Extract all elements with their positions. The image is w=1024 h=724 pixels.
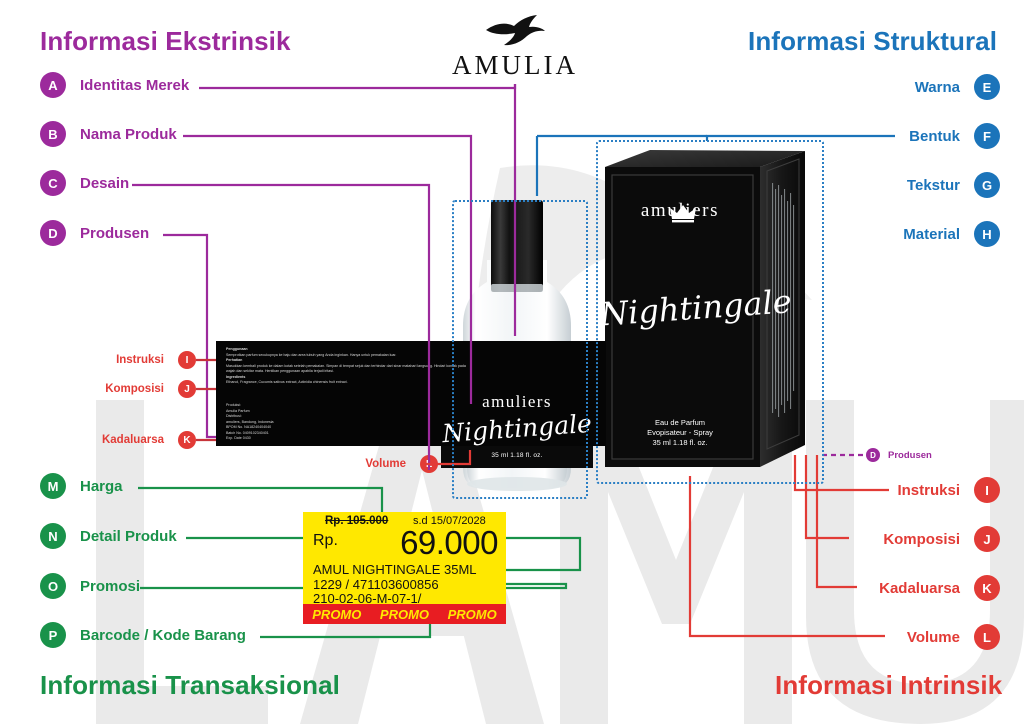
legend-item-g[interactable]: Tekstur G — [907, 172, 1000, 198]
promo-text-3: PROMO — [447, 606, 497, 622]
legend-item-k-right[interactable]: Kadaluarsa K — [879, 575, 1000, 601]
price-tag-old-price: Rp. 105.000 — [325, 515, 389, 527]
legend-item-n[interactable]: N Detail Produk — [40, 523, 177, 549]
legend-label-produsen-right: Produsen — [888, 449, 932, 461]
bottle-brand-text: amuliers — [482, 392, 552, 411]
legend-label-nama-produk: Nama Produk — [80, 125, 177, 143]
badge-i-left: I — [178, 351, 196, 369]
badge-a: A — [40, 72, 66, 98]
legend-item-i-left[interactable]: Instruksi I — [116, 351, 196, 369]
legend-item-i-right[interactable]: Instruksi I — [897, 477, 1000, 503]
back-label-ingredients-text: Ethanol, Fragrance, Cucumis sativus extr… — [226, 380, 348, 385]
badge-m: M — [40, 473, 66, 499]
legend-item-produsen-right[interactable]: D Produsen — [866, 448, 932, 462]
legend-label-kadaluarsa-left: Kadaluarsa — [101, 434, 164, 446]
legend-item-m[interactable]: M Harga — [40, 473, 123, 499]
badge-d: D — [40, 220, 66, 246]
promo-text-2: PROMO — [379, 606, 430, 622]
legend-item-j-right[interactable]: Komposisi J — [883, 526, 1000, 552]
back-label-expiry: Exp. Date 0430 — [226, 436, 251, 441]
connector-a — [199, 84, 517, 90]
legend-label-harga: Harga — [80, 477, 123, 495]
back-label-warning-text: Masukkan kembali produk ke dalam kotak s… — [226, 363, 466, 374]
brand-wordmark: AMULIA — [452, 50, 578, 80]
promo-strip: PROMO PROMO PROMO — [303, 604, 506, 624]
badge-l-right: L — [974, 624, 1000, 650]
legend-item-a[interactable]: A Identitas Merek — [40, 72, 189, 98]
legend-item-p[interactable]: P Barcode / Kode Barang — [40, 622, 246, 648]
heading-struktural: Informasi Struktural — [748, 26, 998, 56]
legend-item-b[interactable]: B Nama Produk — [40, 121, 177, 147]
heading-intrinsik: Informasi Intrinsik — [775, 670, 1003, 700]
legend-label-volume: Volume — [906, 628, 960, 646]
badge-d-right: D — [866, 448, 880, 462]
price-tag-code: 1229 / 471103600856 — [313, 577, 439, 592]
badge-l-left: L — [420, 455, 438, 473]
legend-item-f[interactable]: Bentuk F — [909, 123, 1000, 149]
legend-item-d[interactable]: D Produsen — [40, 220, 149, 246]
legend-item-j-left[interactable]: Komposisi J — [105, 380, 196, 398]
legend-label-detail-produk: Detail Produk — [80, 527, 177, 545]
back-label-usage-block: Penggunaan Semprotkan parfum secukupnya … — [226, 347, 476, 386]
badge-i-right: I — [974, 477, 1000, 503]
legend-label-kadaluarsa: Kadaluarsa — [879, 579, 960, 597]
badge-k-left: K — [178, 431, 196, 449]
legend-item-k-left[interactable]: Kadaluarsa K — [101, 431, 196, 449]
box-type-line3: 35 ml 1.18 fl. oz. — [652, 438, 708, 447]
bottle-volume-text: 35 ml 1.18 fl. oz. — [491, 452, 543, 459]
legend-label-produsen: Produsen — [80, 224, 150, 242]
bird-icon — [486, 15, 545, 46]
legend-item-l-left[interactable]: Volume L — [365, 455, 438, 473]
legend-item-o[interactable]: O Promosi — [40, 573, 140, 599]
back-label-producer-block: Produksi: Amulia Parfum Distribusi: amul… — [226, 403, 386, 442]
badge-k-right: K — [974, 575, 1000, 601]
legend-label-warna: Warna — [914, 78, 960, 96]
connector-d — [163, 233, 216, 439]
legend-label-desain: Desain — [80, 174, 130, 192]
legend-label-instruksi: Instruksi — [897, 481, 960, 499]
legend-label-komposisi: Komposisi — [883, 530, 960, 548]
badge-n: N — [40, 523, 66, 549]
legend-item-e[interactable]: Warna E — [915, 74, 1000, 100]
price-tag-price: 69.000 — [400, 524, 498, 561]
badge-h: H — [974, 221, 1000, 247]
heading-transaksional: Informasi Transaksional — [40, 670, 340, 700]
connector-l-right — [688, 476, 885, 638]
badge-b: B — [40, 121, 66, 147]
badge-g: G — [974, 172, 1000, 198]
legend-item-c[interactable]: C Desain — [40, 170, 129, 196]
connector-f — [705, 134, 895, 141]
legend-item-l-right[interactable]: Volume L — [907, 624, 1000, 650]
connector-k-right — [815, 455, 857, 589]
badge-f: F — [974, 123, 1000, 149]
badge-c: C — [40, 170, 66, 196]
legend-label-bentuk: Bentuk — [909, 127, 960, 145]
badge-o: O — [40, 573, 66, 599]
box-type-line1: Eau de Parfum — [654, 418, 706, 427]
legend-label-promosi: Promosi — [80, 577, 141, 595]
box-brand-text: amuliers — [640, 200, 720, 221]
badge-p: P — [40, 622, 66, 648]
price-tag-product-name: AMUL NIGHTINGALE 35ML — [313, 562, 477, 577]
legend-label-material: Material — [903, 225, 960, 243]
legend-label-volume-left: Volume — [365, 458, 406, 470]
legend-item-h[interactable]: Material H — [903, 221, 1000, 247]
legend-label-barcode: Barcode / Kode Barang — [80, 626, 246, 644]
badge-j-left: J — [178, 380, 196, 398]
promo-text-1: PROMO — [312, 606, 362, 622]
legend-label-instruksi-left: Instruksi — [116, 354, 164, 366]
brand-logo: AMULIA — [425, 14, 605, 81]
badge-e: E — [974, 74, 1000, 100]
box-type-line2: Evopisateur - Spray — [647, 428, 713, 437]
legend-label-identitas-merek: Identitas Merek — [80, 76, 190, 94]
legend-label-komposisi-left: Komposisi — [105, 383, 164, 395]
price-tag-currency: Rp. — [313, 532, 338, 549]
legend-label-tekstur: Tekstur — [906, 176, 960, 194]
heading-ekstrinsik: Informasi Ekstrinsik — [40, 26, 291, 56]
badge-j-right: J — [974, 526, 1000, 552]
